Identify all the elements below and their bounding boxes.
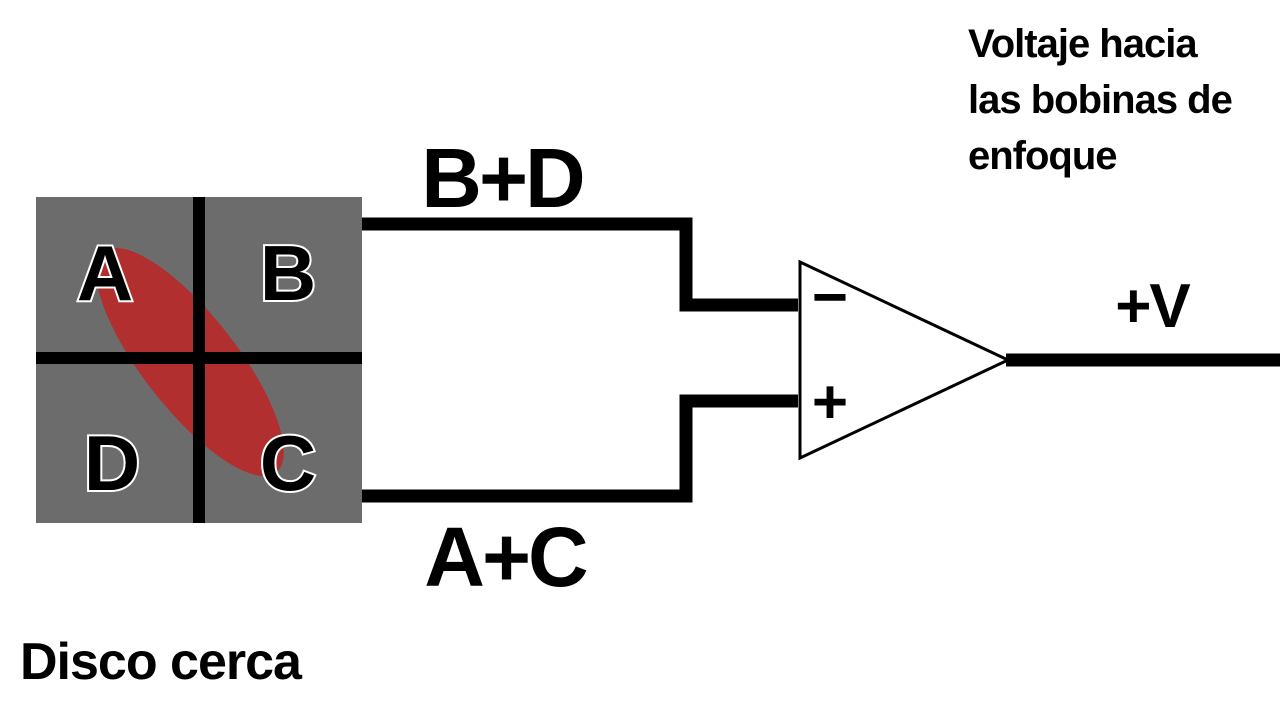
- wire-bottom-ac: [362, 394, 798, 503]
- bottom-wire-label: A+C: [424, 510, 587, 604]
- detector-horizontal-divider: [36, 352, 362, 364]
- quadrant-a-label: A: [77, 229, 132, 317]
- quadrant-d-label: D: [84, 419, 138, 507]
- quadrant-c-label: C: [260, 419, 315, 507]
- quadrant-detector: A B D C: [36, 197, 362, 523]
- focus-coil-note: Voltaje hacia las bobinas de enfoque: [968, 22, 1233, 178]
- disc-caption: Disco cerca: [20, 633, 303, 691]
- wire-top-bd: [362, 217, 798, 312]
- top-wire-label: B+D: [421, 131, 583, 225]
- output-voltage-label: +V: [1115, 272, 1190, 341]
- opamp-inverting-input-label: −: [812, 263, 848, 332]
- focus-coil-note-line2: las bobinas de: [968, 78, 1232, 122]
- opamp-noninverting-input-label: +: [812, 368, 848, 437]
- focus-coil-note-line1: Voltaje hacia: [968, 22, 1198, 66]
- focus-coil-note-line3: enfoque: [968, 134, 1117, 178]
- quadrant-b-label: B: [260, 229, 314, 317]
- opamp: − +: [798, 259, 1012, 461]
- opamp-triangle: [798, 259, 1012, 461]
